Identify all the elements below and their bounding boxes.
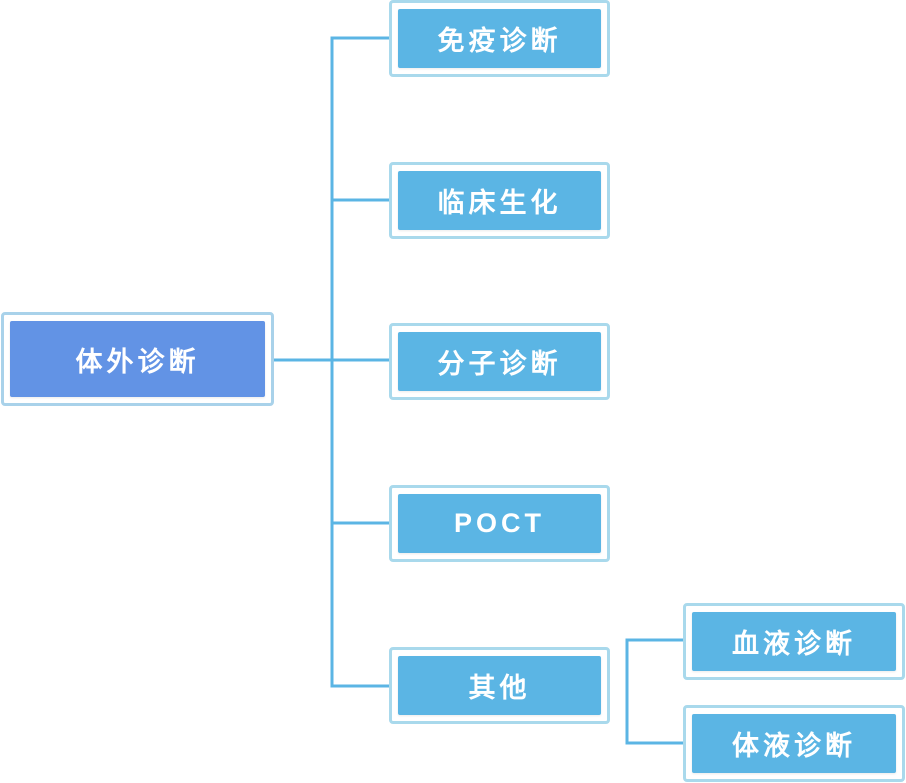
node-blood-diagnosis-label: 血液诊断 — [692, 612, 896, 671]
node-other: 其他 — [389, 647, 610, 724]
node-poct-label: POCT — [398, 494, 601, 553]
node-blood-diagnosis: 血液诊断 — [683, 603, 905, 680]
node-molecular-diagnosis: 分子诊断 — [389, 323, 610, 400]
root-node: 体外诊断 — [1, 312, 274, 406]
root-node-label: 体外诊断 — [10, 321, 265, 397]
node-body-fluid-diagnosis: 体液诊断 — [683, 705, 905, 782]
node-body-fluid-diagnosis-label: 体液诊断 — [692, 714, 896, 773]
node-immunodiagnosis: 免疫诊断 — [389, 0, 610, 77]
node-immunodiagnosis-label: 免疫诊断 — [398, 9, 601, 68]
node-clinical-biochemistry-label: 临床生化 — [398, 171, 601, 230]
node-poct: POCT — [389, 485, 610, 562]
node-clinical-biochemistry: 临床生化 — [389, 162, 610, 239]
node-other-label: 其他 — [398, 656, 601, 715]
node-molecular-diagnosis-label: 分子诊断 — [398, 332, 601, 391]
